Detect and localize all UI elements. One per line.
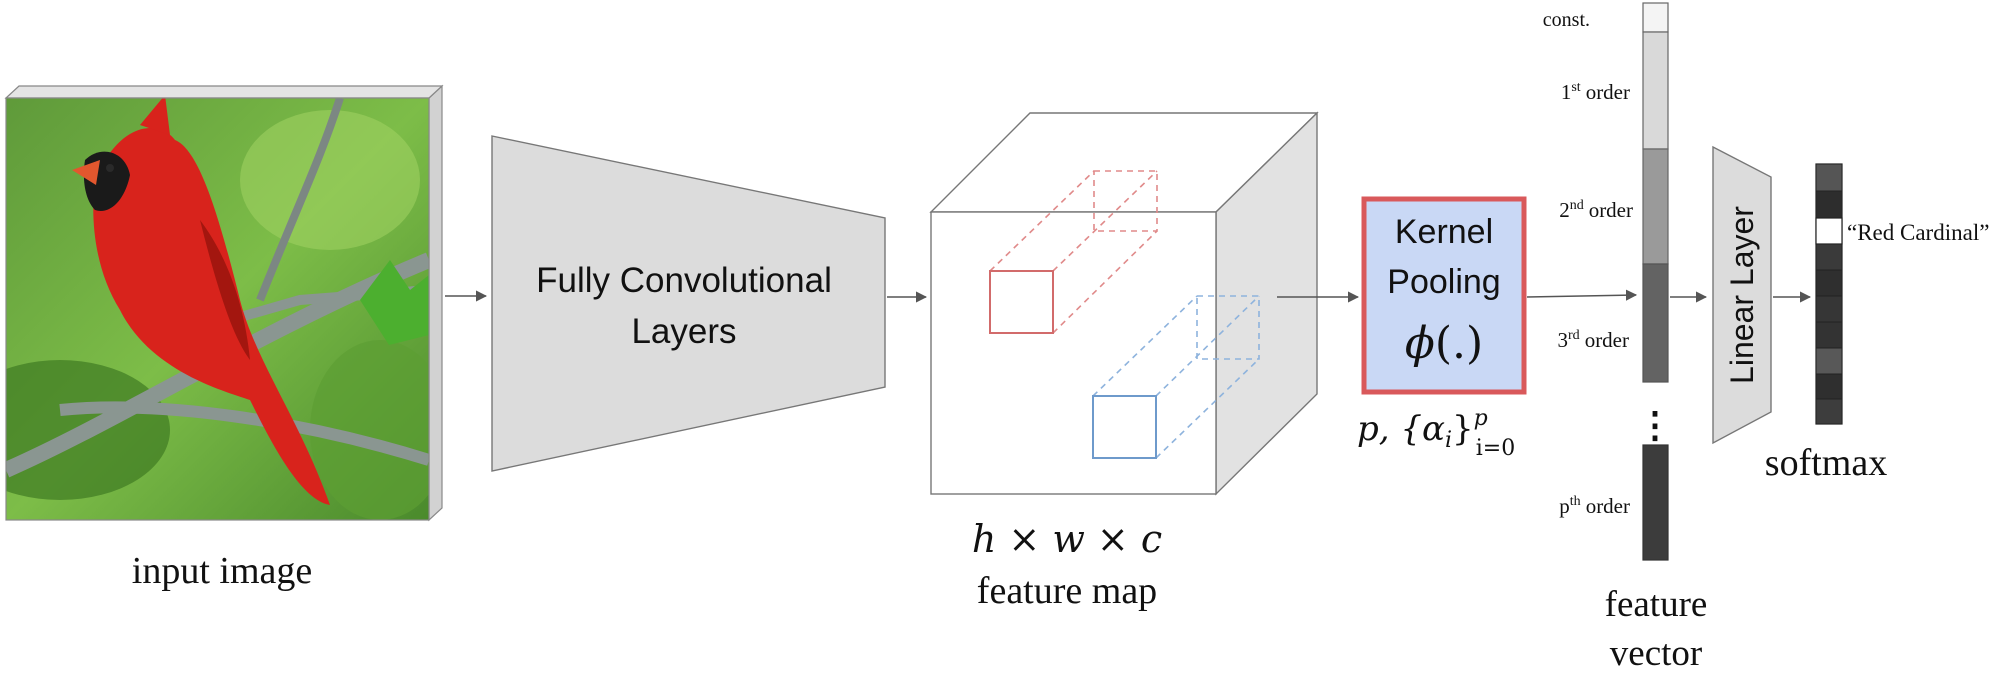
feature-vector-const-segment	[1642, 2, 1669, 33]
linear-layer-block: Linear Layer	[1712, 145, 1772, 445]
kernel-pooling-label-line1: Kernel	[1395, 213, 1493, 251]
fcn-label-line1: Fully Convolutional	[536, 261, 832, 300]
kernel-pooling-phi: ϕ(.)	[1405, 318, 1483, 369]
fcn-label-line2: Layers	[631, 312, 736, 351]
feature-vector-ellipsis: ⋮	[1637, 405, 1673, 445]
input-image-side	[428, 84, 443, 522]
kernel-pooling-label-line2: Pooling	[1387, 263, 1500, 301]
input-image	[4, 84, 444, 522]
cardinal-photo	[6, 98, 429, 520]
feature-map-dimensions: h × w × c	[972, 517, 1162, 561]
feature-vector-caption-line1: feature	[1605, 584, 1708, 625]
feature-map-front-face	[930, 211, 1217, 495]
feature-map-blue-patch	[1092, 295, 1260, 459]
feature-map-cube	[929, 111, 1319, 496]
linear-layer-trapezoid	[1712, 145, 1772, 445]
feature-vector-second-order-segment	[1642, 148, 1669, 265]
feature-vector-third-order-segment	[1642, 263, 1669, 383]
softmax-label: softmax	[1765, 442, 1887, 484]
arrow-kernel-pooling-to-feature-vector	[1526, 289, 1638, 301]
kernel-pooling-box	[1361, 196, 1527, 395]
input-image-label: input image	[132, 550, 312, 592]
softmax-output-vector	[1815, 163, 1843, 425]
softmax-highlighted-cell	[1815, 217, 1843, 245]
linear-layer-label: Linear Layer	[1724, 206, 1760, 384]
label-const: const.	[1543, 9, 1590, 31]
feature-vector-pth-order-segment	[1642, 444, 1669, 561]
kernel-pooling-block: Kernel Pooling ϕ(.)	[1361, 196, 1527, 395]
softmax-output-label: “Red Cardinal”	[1847, 220, 1989, 245]
feature-map-red-patch	[989, 170, 1158, 334]
feature-vector-caption-line2: vector	[1610, 633, 1702, 674]
fcn-trapezoid	[491, 135, 886, 472]
feature-map-label: feature map	[977, 570, 1157, 612]
feature-vector-first-order-segment	[1642, 31, 1669, 150]
input-image-top	[4, 85, 444, 99]
feature-vector: ⋮	[1637, 2, 1673, 561]
fully-convolutional-layers-block: Fully Convolutional Layers	[491, 135, 886, 472]
